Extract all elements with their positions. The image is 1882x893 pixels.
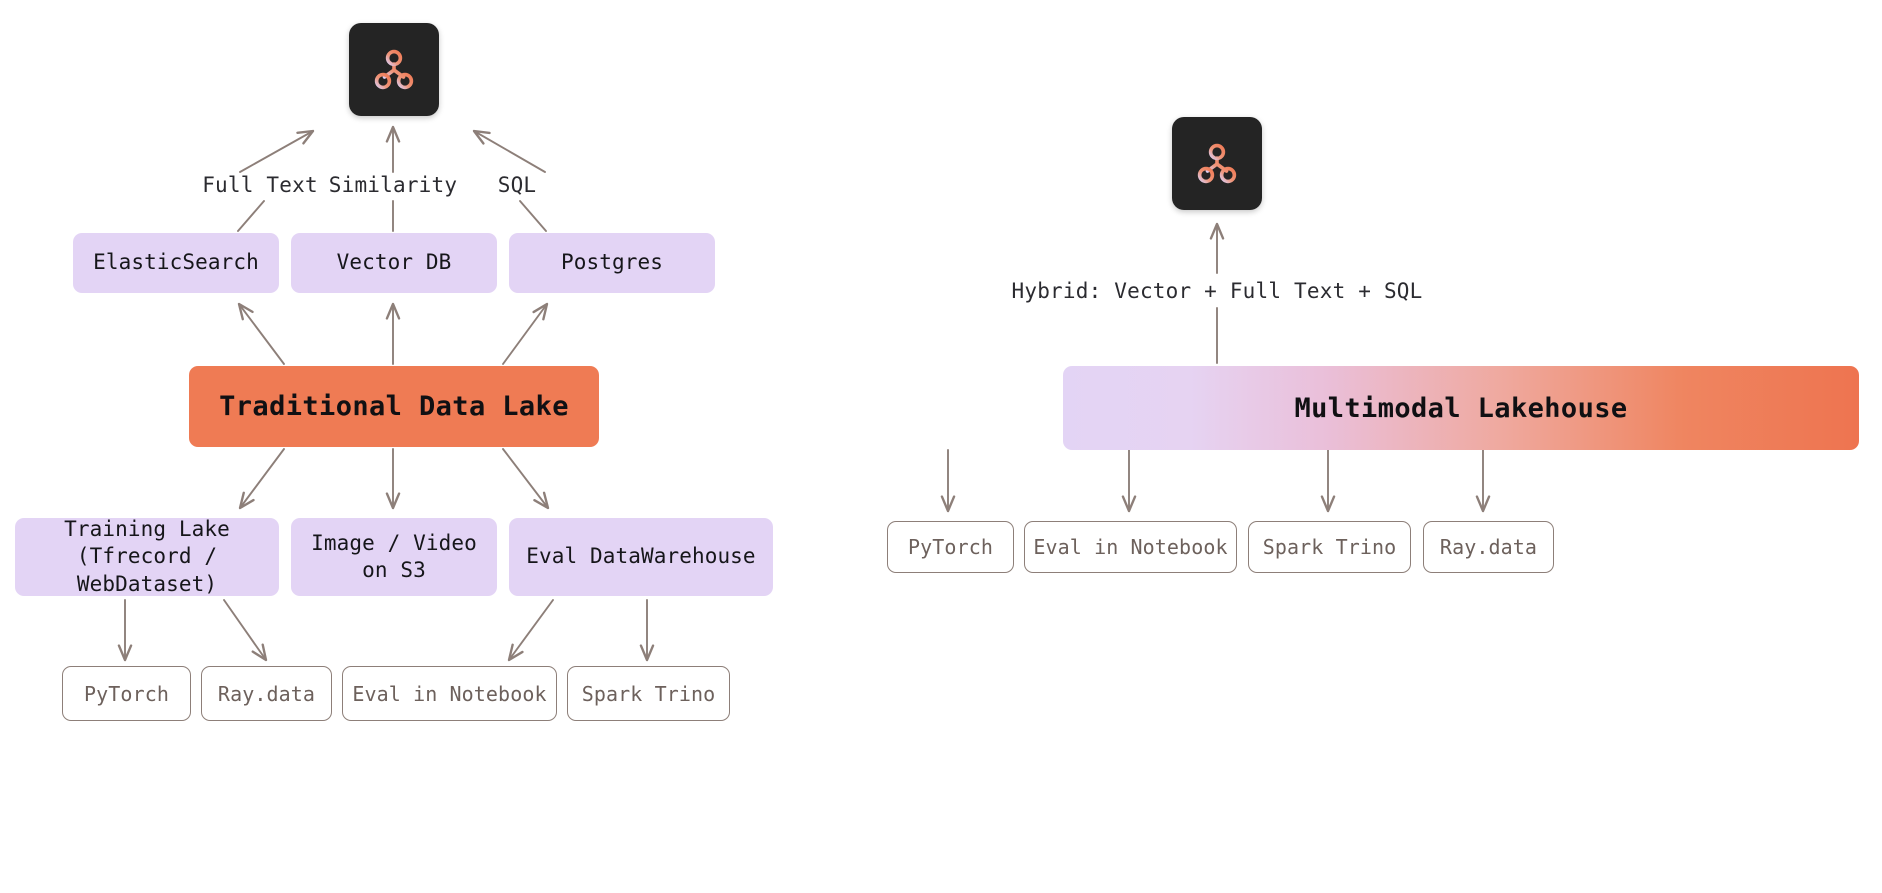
edge-datalake-to-training-lake xyxy=(238,448,285,510)
edge-elasticsearch-to-fulltext xyxy=(237,200,265,232)
node-eval-datawarehouse[interactable]: Eval DataWarehouse xyxy=(509,518,773,596)
node-left-eval-in-notebook[interactable]: Eval in Notebook xyxy=(342,666,557,721)
edge-datalake-to-eval-dwh xyxy=(502,448,550,510)
left-label-full-text: Full Text xyxy=(202,173,318,197)
node-right-spark-trino[interactable]: Spark Trino xyxy=(1248,521,1411,573)
left-logo-tile xyxy=(349,23,439,116)
node-vector-db[interactable]: Vector DB xyxy=(291,233,497,293)
edge-datalake-to-elasticsearch xyxy=(237,302,285,365)
edge-datalake-to-postgres xyxy=(502,302,549,365)
edge-training-lake-to-ray-data xyxy=(223,599,268,662)
edge-postgres-to-sql xyxy=(519,200,547,232)
node-traditional-data-lake[interactable]: Traditional Data Lake xyxy=(189,366,599,447)
node-training-lake[interactable]: Training Lake (Tfrecord / WebDataset) xyxy=(15,517,279,596)
node-multimodal-lakehouse[interactable]: Multimodal Lakehouse xyxy=(1063,366,1859,450)
node-image-video-on-s3[interactable]: Image / Video on S3 xyxy=(291,518,497,596)
left-label-sql: SQL xyxy=(497,173,537,197)
node-right-pytorch[interactable]: PyTorch xyxy=(887,521,1014,573)
node-left-spark-trino[interactable]: Spark Trino xyxy=(567,666,730,721)
node-left-ray-data[interactable]: Ray.data xyxy=(201,666,332,721)
node-elasticsearch[interactable]: ElasticSearch xyxy=(73,233,279,293)
right-logo-tile xyxy=(1172,117,1262,210)
node-right-ray-data[interactable]: Ray.data xyxy=(1423,521,1554,573)
left-label-similarity: Similarity xyxy=(328,173,458,197)
node-right-eval-in-notebook[interactable]: Eval in Notebook xyxy=(1024,521,1237,573)
edge-sql-to-logo xyxy=(472,129,546,173)
lancedb-logo-icon xyxy=(1197,143,1237,183)
node-left-pytorch[interactable]: PyTorch xyxy=(62,666,191,721)
node-postgres[interactable]: Postgres xyxy=(509,233,715,293)
edge-fulltext-to-logo xyxy=(239,129,315,173)
edge-eval-dwh-to-eval-notebook xyxy=(507,599,554,662)
right-label-hybrid: Hybrid: Vector + Full Text + SQL xyxy=(1011,279,1423,303)
lancedb-logo-icon xyxy=(374,49,414,89)
